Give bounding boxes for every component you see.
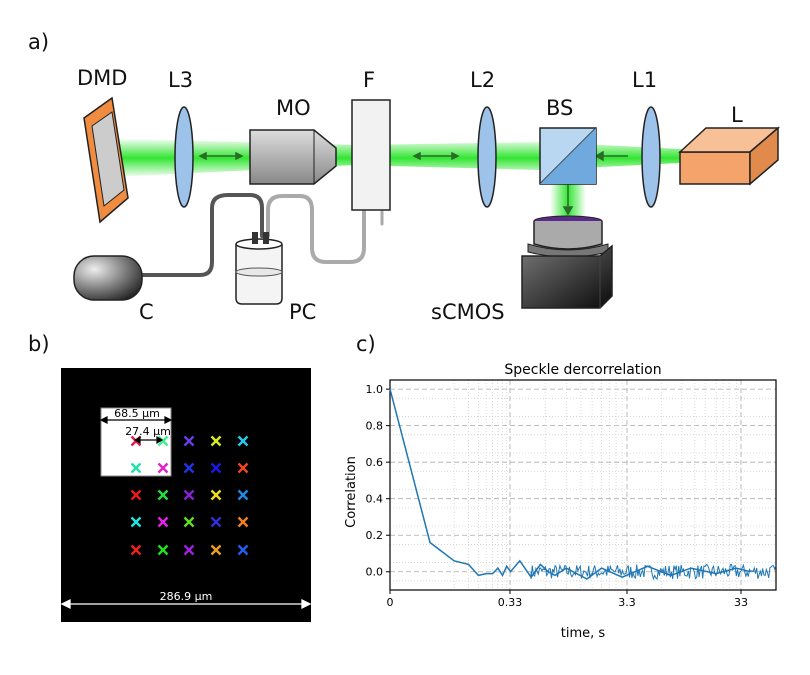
label-pc: PC (289, 300, 317, 324)
pattern-marker (210, 544, 222, 556)
dim-287-label: 286.9 μm (160, 590, 213, 603)
chart-ylabel: Correlation (344, 456, 359, 528)
y-tick-label: 0.8 (366, 420, 384, 433)
noise-trace (530, 563, 777, 581)
label-dmd: DMD (77, 66, 128, 90)
y-tick-label: 1.0 (366, 383, 384, 396)
laser-source (678, 126, 781, 186)
y-tick-label: 0.4 (366, 493, 384, 506)
scmos-camera (521, 215, 613, 309)
x-tick-label: 33 (734, 596, 748, 609)
pattern-marker (130, 544, 142, 556)
label-l3: L3 (168, 68, 194, 92)
microscope-objective (249, 129, 337, 185)
label-bs: BS (546, 96, 574, 120)
pattern-marker (157, 462, 169, 474)
dim-68-label: 68.5 μm (114, 407, 160, 420)
beam-arrows (198, 150, 628, 216)
dim-68-line (99, 416, 173, 424)
pattern-marker (157, 489, 169, 501)
noise-band (530, 563, 777, 581)
pattern-marker (130, 489, 142, 501)
chart-xlabel: time, s (561, 626, 606, 641)
lens-l1 (641, 106, 661, 208)
label-f: F (363, 68, 376, 92)
lens-l3 (174, 106, 194, 208)
pattern-marker (210, 489, 222, 501)
label-l1: L1 (632, 68, 658, 92)
pattern-marker (237, 462, 249, 474)
pattern-marker (210, 435, 222, 447)
pattern-marker (237, 516, 249, 528)
pattern-marker (237, 544, 249, 556)
panel-label-c: c) (356, 332, 376, 356)
x-tick-label: 0 (387, 596, 394, 609)
pattern-marker (237, 435, 249, 447)
pump (73, 255, 143, 301)
pattern-marker (183, 489, 195, 501)
lens-l2 (477, 106, 497, 208)
dim-27-line (133, 435, 164, 445)
panel-label-b: b) (28, 332, 50, 356)
x-tick-label: 3.3 (618, 596, 636, 609)
beam-splitter (539, 127, 597, 185)
pattern-marker (130, 516, 142, 528)
pattern-marker (183, 462, 195, 474)
pattern-marker (210, 516, 222, 528)
pattern-marker (130, 462, 142, 474)
x-tick-label: 0.33 (498, 596, 523, 609)
tubing (138, 193, 384, 277)
pattern-marker (210, 462, 222, 474)
label-c: C (139, 300, 154, 324)
flow-cell (351, 99, 391, 211)
pattern-marker (183, 435, 195, 447)
panel-label-a: a) (28, 30, 50, 54)
y-tick-label: 0.2 (366, 529, 384, 542)
label-l: L (731, 103, 743, 127)
y-tick-label: 0.0 (366, 566, 384, 579)
y-tick-label: 0.6 (366, 456, 384, 469)
pattern-marker (237, 489, 249, 501)
label-scmos: sCMOS (431, 300, 505, 324)
pattern-marker (183, 544, 195, 556)
chart-frame (389, 379, 777, 591)
particle-container (235, 232, 283, 305)
label-l2: L2 (470, 68, 496, 92)
series-line (389, 388, 751, 580)
label-mo: MO (276, 96, 311, 120)
pattern-marker (183, 516, 195, 528)
marker-grid (130, 435, 249, 556)
dim-27-label: 27.4 μm (125, 425, 171, 438)
dmd-mirror (83, 96, 129, 224)
dim-287-line (60, 598, 312, 610)
pattern-marker (157, 435, 169, 447)
pattern-marker (157, 516, 169, 528)
pattern-marker (157, 544, 169, 556)
chart-title: Speckle dercorrelation (504, 362, 661, 378)
